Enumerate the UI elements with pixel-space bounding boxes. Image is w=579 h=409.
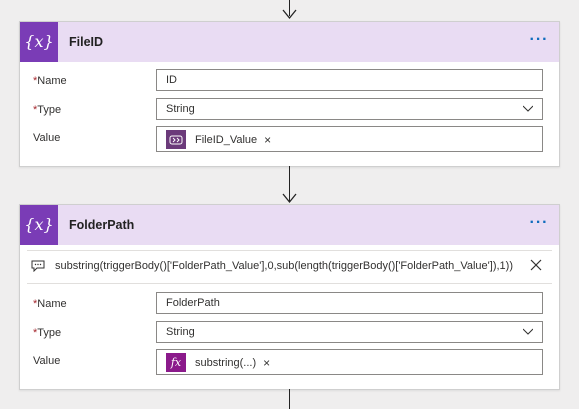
variable-icon: {x}: [20, 22, 58, 62]
card-title: FolderPath: [69, 218, 135, 232]
more-options-icon[interactable]: ···: [529, 31, 549, 48]
required-marker: *: [33, 327, 38, 339]
flow-connector-middle: [289, 166, 290, 202]
card-header[interactable]: {x} FolderPath ···: [20, 205, 559, 245]
type-row: *Type String: [20, 321, 559, 345]
type-select[interactable]: String: [156, 98, 543, 120]
token-label: substring(...): [195, 356, 257, 369]
value-row: Value FileID_Value ×: [20, 126, 559, 154]
type-value: String: [166, 326, 195, 338]
type-label: *Type: [33, 98, 61, 122]
name-label: *Name: [33, 292, 67, 316]
comment-text[interactable]: substring(triggerBody()['FolderPath_Valu…: [55, 260, 513, 272]
type-label-text: Type: [37, 104, 62, 116]
remove-token-icon[interactable]: ×: [264, 132, 272, 147]
value-label: Value: [33, 132, 61, 144]
type-label-text: Type: [37, 327, 62, 339]
action-card-fileid: {x} FileID ··· *Name ID *Type String Val…: [19, 21, 560, 167]
name-row: *Name FolderPath: [20, 292, 559, 316]
dynamic-content-token[interactable]: FileID_Value ×: [166, 130, 271, 149]
name-row: *Name ID: [20, 69, 559, 93]
flow-connector-top: [289, 0, 290, 16]
arrow-down-icon: [282, 9, 297, 20]
name-input[interactable]: ID: [156, 69, 543, 91]
close-icon[interactable]: [529, 258, 543, 272]
token-label: FileID_Value: [195, 133, 258, 146]
value-row: Value fx substring(...) ×: [20, 349, 559, 377]
card-title: FileID: [69, 35, 104, 49]
comment-icon: [31, 260, 45, 272]
value-input[interactable]: fx substring(...) ×: [156, 349, 543, 375]
chevron-down-icon: [523, 105, 533, 112]
remove-token-icon[interactable]: ×: [263, 355, 271, 370]
flow-connector-bottom: [289, 389, 290, 409]
type-label: *Type: [33, 321, 61, 345]
expression-token[interactable]: fx substring(...) ×: [166, 353, 270, 372]
variable-icon: {x}: [20, 205, 58, 245]
more-options-icon[interactable]: ···: [529, 214, 549, 231]
fx-icon: fx: [166, 353, 186, 372]
required-marker: *: [33, 298, 38, 310]
comment-row: substring(triggerBody()['FolderPath_Valu…: [27, 250, 552, 284]
chevron-down-icon: [523, 328, 533, 335]
required-marker: *: [33, 75, 38, 87]
value-label: Value: [33, 355, 61, 367]
type-row: *Type String: [20, 98, 559, 122]
type-value: String: [166, 103, 195, 115]
name-label-text: Name: [37, 298, 67, 310]
name-label: *Name: [33, 69, 67, 93]
dynamic-content-icon: [166, 130, 186, 149]
required-marker: *: [33, 104, 38, 116]
action-card-folderpath: {x} FolderPath ··· substring(triggerBody…: [19, 204, 560, 390]
value-input[interactable]: FileID_Value ×: [156, 126, 543, 152]
name-label-text: Name: [37, 75, 67, 87]
arrow-down-icon: [282, 193, 297, 204]
name-input[interactable]: FolderPath: [156, 292, 543, 314]
type-select[interactable]: String: [156, 321, 543, 343]
card-header[interactable]: {x} FileID ···: [20, 22, 559, 62]
